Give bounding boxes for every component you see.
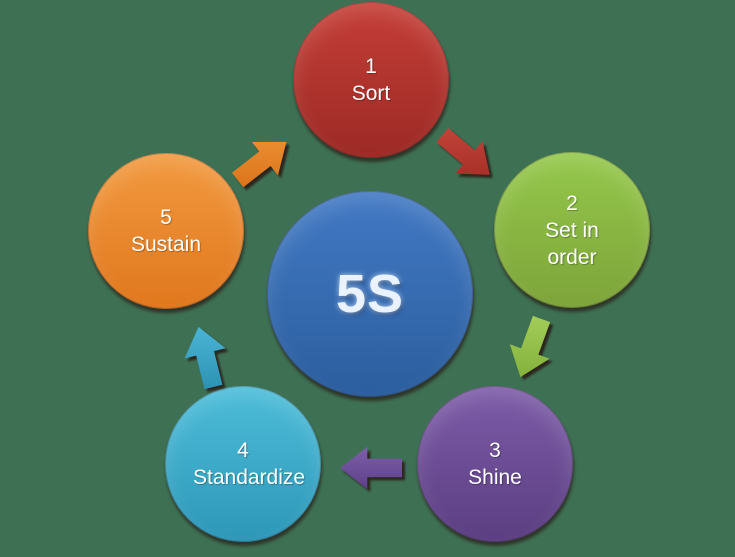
- arrow-sort-to-set-in-order: [435, 132, 497, 178]
- step-number-sustain: 5: [160, 206, 172, 229]
- block-arrow-icon: [340, 445, 402, 491]
- step-label-set-in-order: Set in order: [545, 218, 599, 269]
- step-circle-sustain: 5 Sustain: [88, 153, 244, 309]
- center-label: 5S: [335, 264, 405, 324]
- step-number-standardize: 4: [237, 439, 249, 462]
- step-number-set-in-order: 2: [566, 191, 578, 215]
- step-label-sustain: Sustain: [130, 233, 202, 256]
- arrow-set-in-order-to-shine: [500, 325, 562, 371]
- block-arrow-icon: [499, 311, 563, 385]
- step-number-shine: 3: [489, 439, 501, 462]
- step-circle-sort: 1 Sort: [293, 2, 449, 158]
- arrow-sustain-to-sort: [231, 138, 293, 184]
- step-label-shine: Shine: [468, 466, 522, 489]
- block-arrow-icon: [427, 117, 504, 192]
- block-arrow-icon: [176, 321, 236, 392]
- step-label-sort: Sort: [351, 82, 391, 105]
- arrow-standardize-to-sustain: [175, 334, 237, 380]
- step-circle-set-in-order: 2 Set in order: [494, 152, 650, 308]
- step-circle-standardize: 4 Standardize: [165, 386, 321, 542]
- arrow-shine-to-standardize: [340, 445, 402, 491]
- step-circle-shine: 3 Shine: [417, 386, 573, 542]
- center-circle: 5S: [267, 191, 473, 397]
- step-label-standardize: Standardize: [193, 466, 306, 489]
- block-arrow-icon: [223, 124, 300, 198]
- step-number-sort: 1: [365, 55, 377, 78]
